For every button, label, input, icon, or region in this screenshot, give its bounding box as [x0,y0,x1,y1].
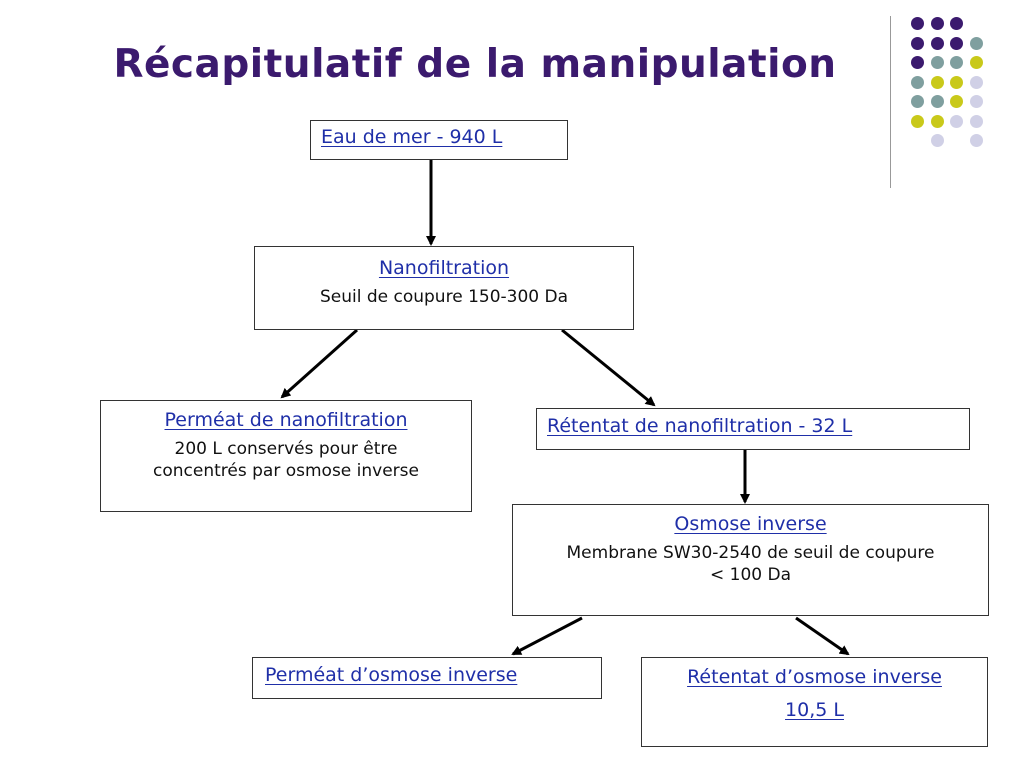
box-retentat-nanofiltration: Rétentat de nanofiltration - 32 L [536,408,970,450]
permeat-nanofiltration-title: Perméat de nanofiltration [164,409,408,431]
decorative-dot [970,134,983,147]
decorative-dot [931,115,944,128]
decorative-dot [911,115,924,128]
decorative-dot [950,37,963,50]
retentat-osmose-volume: 10,5 L [785,698,844,721]
decorative-divider [890,16,891,188]
decorative-dot [950,17,963,30]
nanofiltration-title: Nanofiltration [378,257,510,279]
decorative-dot [950,95,963,108]
retentat-osmose-title: Rétentat d’osmose inverse [687,666,942,688]
decorative-dot [950,56,963,69]
decorative-dot [911,76,924,89]
box-permeat-osmose: Perméat d’osmose inverse [252,657,602,699]
decorative-dot [950,115,963,128]
decorative-dot [950,76,963,89]
permeat-osmose-label: Perméat d’osmose inverse [265,664,518,686]
arrow-nanofiltration-to-retentat [561,328,656,407]
decorative-dot [931,76,944,89]
permeat-nanofiltration-detail: 200 L conservés pour être concentrés par… [153,438,419,481]
nanofiltration-detail: Seuil de coupure 150-300 Da [319,286,569,307]
osmose-inverse-title: Osmose inverse [674,513,827,535]
box-permeat-nanofiltration: Perméat de nanofiltration 200 L conservé… [100,400,472,512]
box-osmose-inverse: Osmose inverse Membrane SW30-2540 de seu… [512,504,989,616]
decorative-dot [911,17,924,30]
box-eau-de-mer: Eau de mer - 940 L [310,120,568,160]
arrow-nanofiltration-to-permeat [280,328,358,399]
decorative-dot [970,76,983,89]
retentat-nanofiltration-label: Rétentat de nanofiltration - 32 L [547,415,853,437]
decorative-dot [970,115,983,128]
decorative-dot [931,56,944,69]
decorative-dot [911,56,924,69]
decorative-dot [931,17,944,30]
decorative-dot [911,37,924,50]
slide-title: Récapitulatif de la manipulation [113,42,837,87]
arrow-osmose-to-retentat [795,616,850,656]
decorative-dot [931,134,944,147]
eau-de-mer-label: Eau de mer - 940 L [321,126,503,148]
decorative-dot [970,56,983,69]
box-nanofiltration: Nanofiltration Seuil de coupure 150-300 … [254,246,634,330]
osmose-inverse-detail: Membrane SW30-2540 de seuil de coupure <… [566,542,935,585]
box-retentat-osmose: Rétentat d’osmose inverse 10,5 L [641,657,988,747]
decorative-dot [931,37,944,50]
decorative-dot [931,95,944,108]
decorative-dot [970,37,983,50]
decorative-dot [970,95,983,108]
decorative-dot [911,95,924,108]
arrow-osmose-to-permeat [511,616,583,656]
